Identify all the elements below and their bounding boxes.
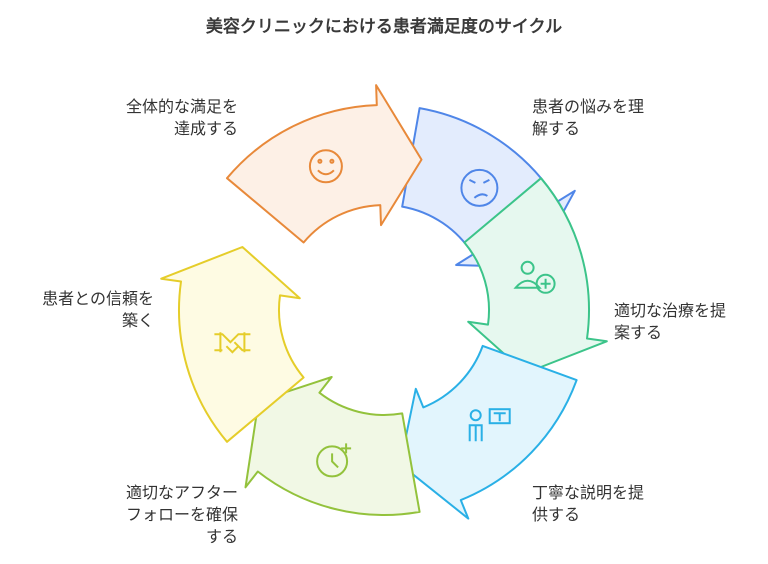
cycle-segment-5 <box>244 376 421 516</box>
cycle-segment-3 <box>463 177 608 374</box>
step-label-satisfaction: 全体的な満足を 達成する <box>125 97 238 138</box>
cycle-arrow-1 <box>226 84 423 244</box>
step-label-propose: 適切な治療を提 案する <box>614 301 727 342</box>
cycle-arrow-6 <box>160 246 305 443</box>
cycle-segment-6 <box>160 246 305 443</box>
cycle-segment-1 <box>226 84 423 244</box>
smile-face-icon <box>308 149 343 184</box>
cycle-arrow-3 <box>463 177 608 374</box>
step-label-trust: 患者との信頼を 築く <box>42 289 154 330</box>
worried-face-icon <box>460 168 499 207</box>
step-label-aftercare: 適切なアフター フォローを確保 する <box>125 483 238 546</box>
diagram-title: 美容クリニックにおける患者満足度のサイクル <box>205 17 563 37</box>
clock-plus-icon <box>316 443 352 478</box>
step-label-understand: 患者の悩みを理 解する <box>532 97 645 138</box>
cycle-arrow-4 <box>399 344 578 520</box>
patient-medical-icon <box>513 260 556 294</box>
presenter-icon <box>468 408 511 442</box>
handshake-icon <box>214 332 251 354</box>
cycle-segment-4 <box>399 344 578 520</box>
step-label-explain: 丁寧な説明を提 供する <box>532 483 645 524</box>
